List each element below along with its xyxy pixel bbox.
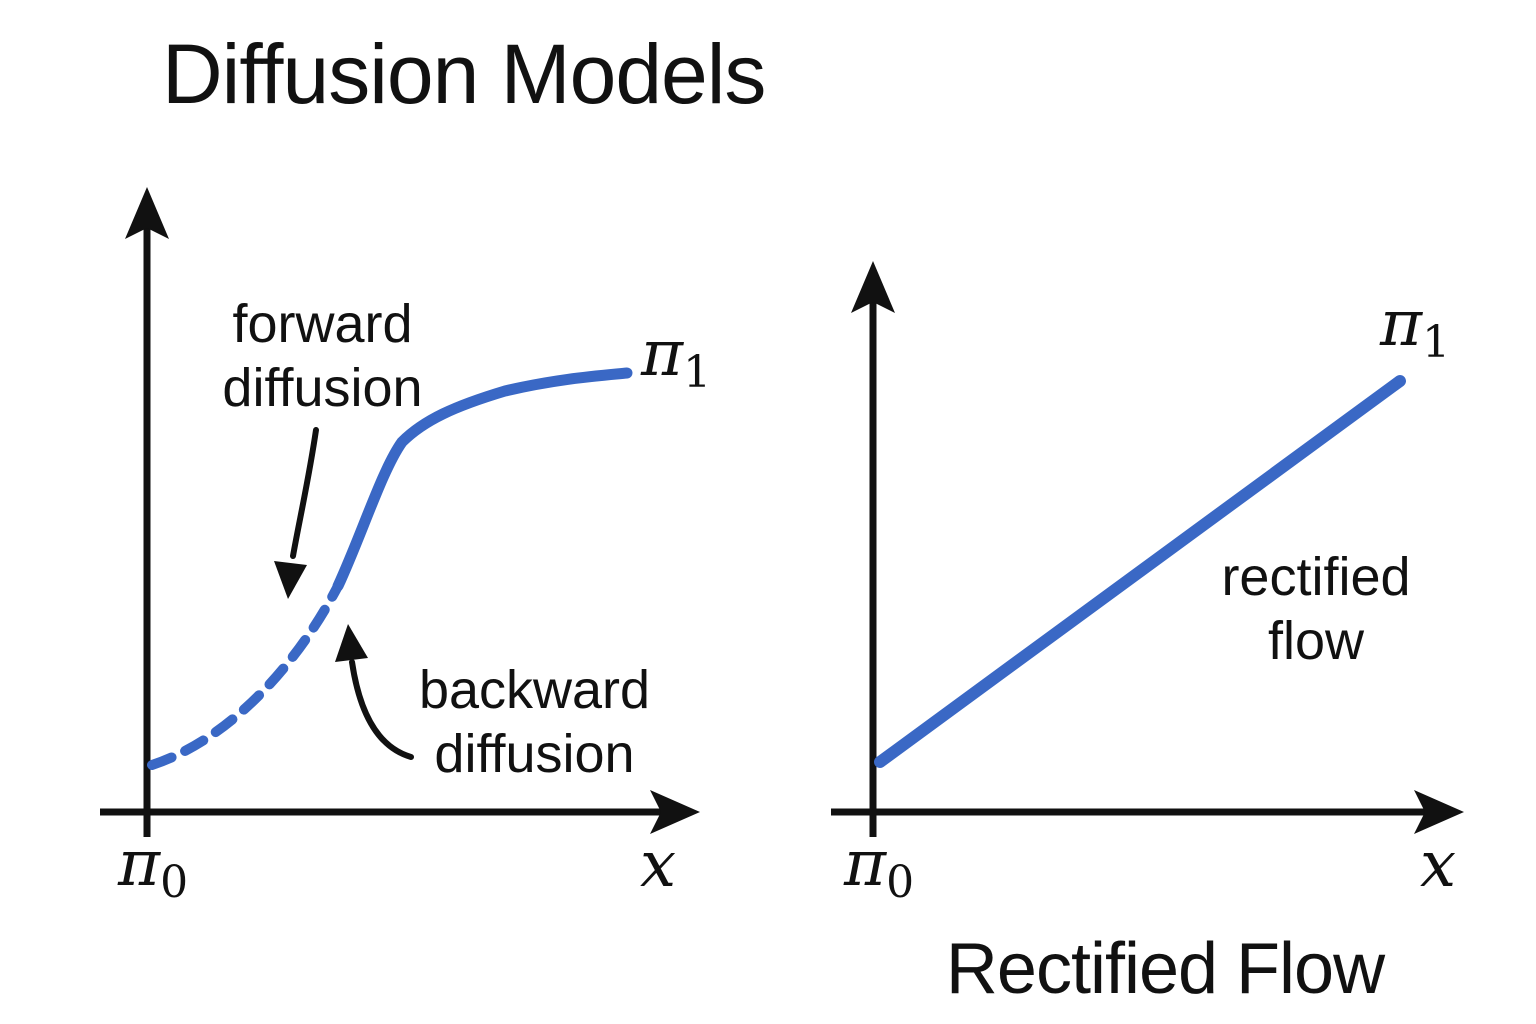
left-pi0-label: π0 (118, 832, 188, 905)
left-pi1-subscript: 1 (683, 347, 712, 398)
rectified-flow-caption: Rectified Flow (945, 929, 1385, 1009)
left-plot-axes (100, 187, 700, 837)
left-pi1-label: π1 (641, 322, 711, 395)
forward-diffusion-arrow-shaft (290, 427, 319, 559)
right-plot-axes (831, 261, 1464, 837)
forward-diffusion-arrow (274, 427, 319, 599)
left-pi0-base: π (118, 827, 161, 901)
backward-diffusion-arrowhead-icon (335, 624, 368, 662)
right-pi1-label: π1 (1380, 292, 1450, 365)
backward-diffusion-label: backward diffusion (418, 660, 651, 784)
rectified-flow-label: rectified flow (1221, 547, 1411, 671)
left-pi1-base: π (641, 317, 684, 391)
left-x-axis-label: x (640, 828, 677, 902)
right-pi1-subscript: 1 (1422, 317, 1451, 368)
right-pi1-base: π (1380, 287, 1423, 361)
right-x-axis-arrowhead-icon (1414, 790, 1464, 834)
forward-diffusion-arrowhead-icon (274, 561, 307, 599)
diffusion-curve (147, 367, 633, 770)
right-pi0-label: π0 (844, 832, 914, 905)
right-x-axis-label: x (1420, 828, 1457, 902)
diffusion-curve-solid-segment (332, 367, 633, 592)
right-y-axis-arrowhead-icon (851, 261, 895, 313)
diffusion-curve-dashed-segment (147, 581, 343, 770)
left-pi0-subscript: 0 (160, 857, 189, 908)
right-pi0-subscript: 0 (886, 857, 915, 908)
rectified-flow-line (874, 375, 1406, 768)
left-x-axis-arrowhead-icon (650, 790, 700, 834)
backward-diffusion-arrow (335, 624, 414, 760)
page-title: Diffusion Models (162, 27, 766, 121)
left-y-axis-arrowhead-icon (125, 187, 169, 239)
forward-diffusion-label: forward diffusion (222, 294, 423, 418)
backward-diffusion-arrow-shaft (349, 659, 414, 760)
right-pi0-base: π (844, 827, 887, 901)
